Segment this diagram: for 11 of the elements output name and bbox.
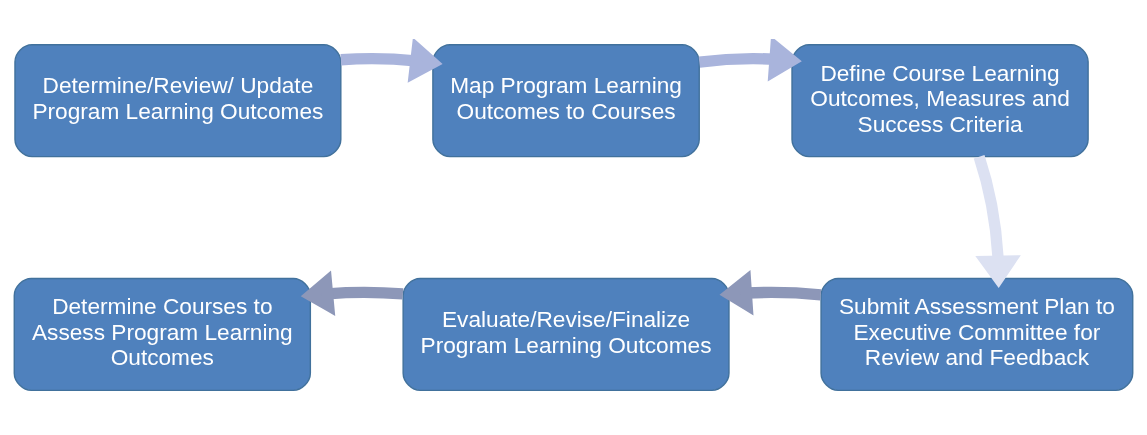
node-box: Determine Courses to Assess Program Learning Outcomes [13,277,312,392]
arrow [719,269,822,316]
node-box: Define Course Learning Outcomes, Measures and Success Criteria [791,43,1089,158]
arrow [973,155,1021,289]
arrow [340,39,443,83]
arrow [698,39,802,82]
arrow [300,270,404,316]
node-box: Evaluate/Revise/Finalize Program Learning Outcomes [402,277,730,392]
node-box: Determine/Review/ Update Program Learning Outcomes [14,43,342,158]
node-box: Submit Assessment Plan to Executive Committee for Review and Feedback [820,277,1134,392]
node-box: Map Program Learning Outcomes to Courses [432,43,700,158]
